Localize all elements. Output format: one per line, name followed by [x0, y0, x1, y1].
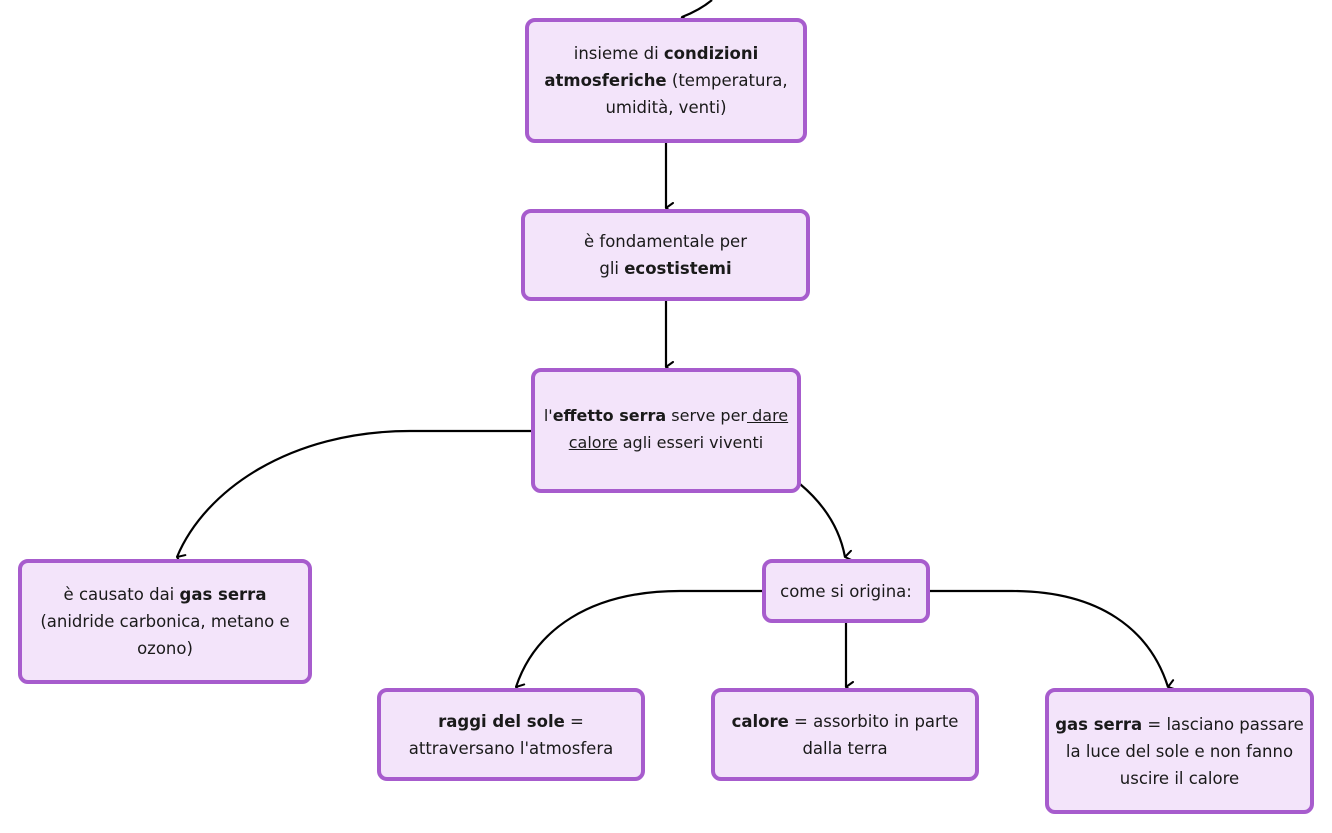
node-text-plain: (temperatura, umidità, venti) [605, 71, 788, 117]
node-text-plain: = attraversano l'atmosfera [408, 711, 614, 758]
connector-greenhouse-to-origin [799, 483, 854, 562]
connector-origin-to-sun-rays [514, 589, 763, 695]
node-text-bold: effetto serra [552, 406, 667, 425]
node-gas-text: gas serra = lasciano passare la luce del… [1055, 711, 1304, 792]
node-text-plain: agli esseri viventi [617, 433, 764, 452]
node-gas-serra[interactable]: gas serra = lasciano passare la luce del… [1045, 688, 1314, 814]
node-origin-text: come si origina: [780, 578, 912, 605]
node-text-plain: come si origina: [780, 581, 912, 601]
node-text-plain: serve per [666, 406, 748, 425]
node-heat-text: calore = assorbito in parte dalla terra [721, 708, 969, 762]
node-how-it-originates[interactable]: come si origina: [762, 559, 930, 623]
node-caused-by-text: è causato dai gas serra (anidride carbon… [28, 581, 302, 662]
node-text-plain: = lasciano passare la luce del sole e no… [1065, 714, 1304, 788]
connector-greenhouse-to-caused-by [175, 429, 532, 566]
node-ecosystems[interactable]: è fondamentale per gli ecostistemi [521, 209, 810, 301]
node-text-bold: condizioni atmosferiche [544, 44, 759, 90]
node-atmospheric-conditions[interactable]: insieme di condizioni atmosferiche (temp… [525, 18, 807, 143]
node-text-plain: è causato dai [63, 585, 180, 604]
node-text-plain: è fondamentale per gli [584, 232, 747, 278]
node-sun-rays-text: raggi del sole = attraversano l'atmosfer… [387, 708, 635, 762]
connector-incoming-arrow [678, 0, 713, 27]
node-text-plain: insieme di [573, 44, 664, 63]
node-caused-by-greenhouse-gases[interactable]: è causato dai gas serra (anidride carbon… [18, 559, 312, 684]
node-text-bold: gas serra [179, 585, 267, 604]
node-text-plain: l' [543, 406, 553, 425]
connector-origin-to-gas [929, 589, 1178, 691]
node-text-bold: raggi del sole [438, 711, 565, 731]
node-sun-rays[interactable]: raggi del sole = attraversano l'atmosfer… [377, 688, 645, 781]
node-text-plain: = assorbito in parte dalla terra [788, 711, 959, 758]
node-heat[interactable]: calore = assorbito in parte dalla terra [711, 688, 979, 781]
node-text-bold: calore [731, 711, 789, 731]
node-text-bold: ecostistemi [624, 259, 732, 278]
node-greenhouse-effect[interactable]: l'effetto serra serve per dare calore ag… [531, 368, 801, 493]
node-ecosystems-text: è fondamentale per gli ecostistemi [531, 228, 800, 282]
node-greenhouse-effect-text: l'effetto serra serve per dare calore ag… [541, 402, 791, 456]
node-text-plain: (anidride carbonica, metano e ozono) [40, 612, 290, 658]
node-atmospheric-conditions-text: insieme di condizioni atmosferiche (temp… [535, 40, 797, 121]
node-text-underlined: dare calore [568, 406, 789, 452]
node-text-bold: gas serra [1055, 714, 1143, 734]
